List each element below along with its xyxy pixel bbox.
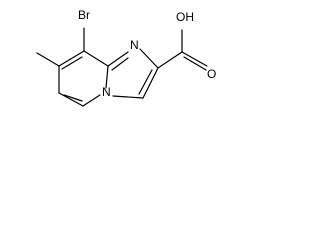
bond-c2-carboxyl bbox=[157, 51, 183, 69]
bond-c2-c3-inner bbox=[138, 69, 153, 95]
bond-c8a-n1-inner bbox=[111, 57, 129, 71]
bond-carboxyl-o-double bbox=[181, 51, 208, 67]
bond-c6-c5 bbox=[58, 92, 84, 107]
bond-carboxyl-o-double-2 bbox=[183, 56, 207, 71]
bond-n1-c2 bbox=[139, 48, 159, 69]
bond-c8-c7 bbox=[58, 50, 85, 67]
bond-c8a-n1 bbox=[107, 51, 129, 67]
imidazole-nitrogen-label: N bbox=[130, 38, 139, 52]
carbonyl-oxygen-label: O bbox=[207, 67, 216, 81]
bond-c5-n4 bbox=[82, 94, 101, 107]
pyridine-ring bbox=[58, 50, 109, 107]
chemical-structure: Br N N OH O bbox=[36, 8, 216, 107]
hydroxyl-label: OH bbox=[176, 10, 194, 24]
bromine-label: Br bbox=[78, 8, 90, 22]
bond-c8-c7-inner bbox=[61, 56, 83, 70]
bond-c7-methyl bbox=[36, 52, 60, 67]
imidazole-ring bbox=[107, 48, 159, 99]
bond-n4-c8a bbox=[105, 65, 109, 89]
bond-c8a-c8 bbox=[83, 50, 109, 67]
bond-c3-n4 bbox=[112, 95, 144, 99]
bond-c2-c3 bbox=[142, 67, 159, 99]
bond-c6-c5-inner bbox=[63, 94, 83, 102]
bridgehead-nitrogen-label: N bbox=[102, 85, 111, 99]
